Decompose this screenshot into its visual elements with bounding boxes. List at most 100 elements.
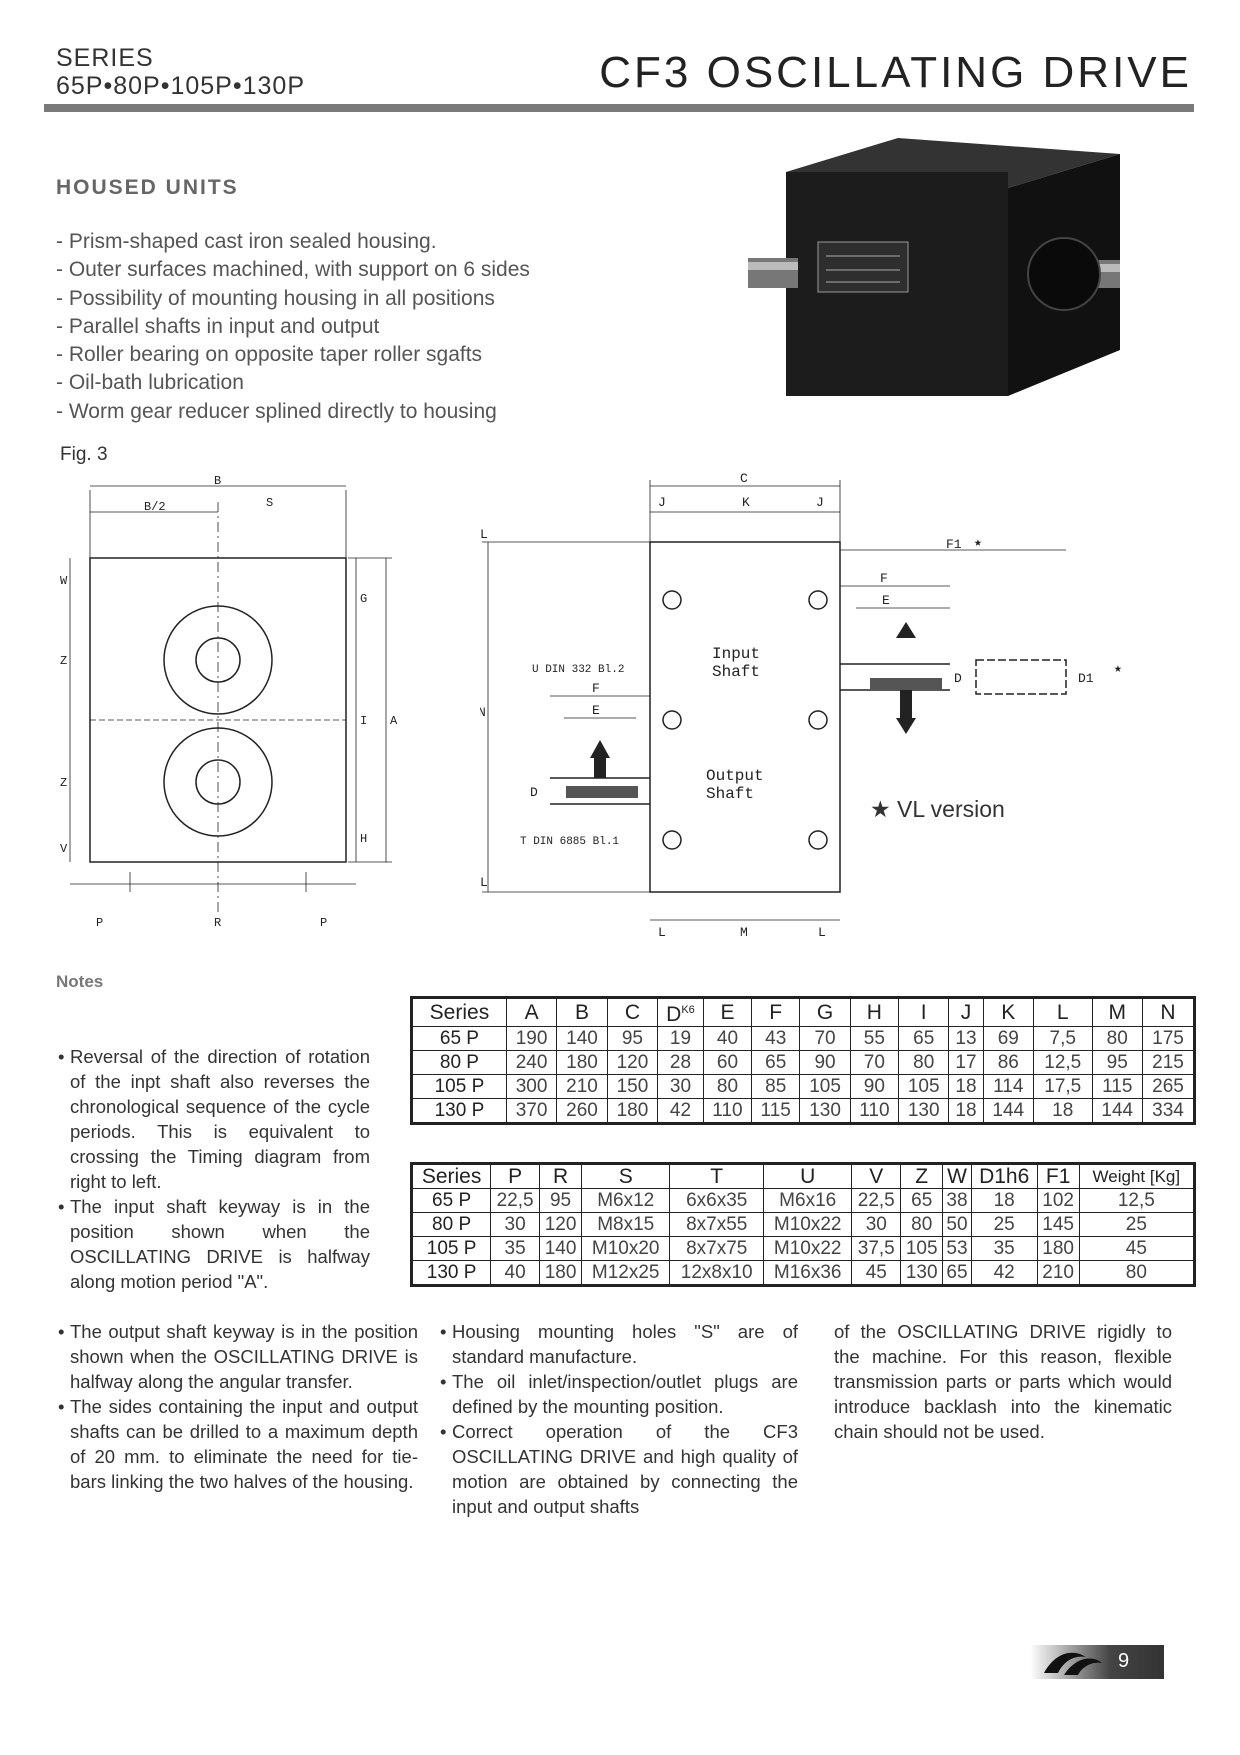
table-cell: 18 (948, 1098, 984, 1124)
input-key (870, 678, 942, 690)
table-cell: 17 (948, 1050, 984, 1075)
table-cell: 12,5 (1032, 1050, 1093, 1075)
arrow-shaft (594, 758, 606, 778)
table-cell: 80 (1091, 1026, 1143, 1051)
label-w: W (60, 574, 68, 588)
table-cell: 70 (799, 1026, 851, 1051)
table-cell: 80 (897, 1050, 950, 1075)
table-cell: 53 (942, 1236, 972, 1261)
table-cell: 40 (702, 1026, 753, 1051)
note-item: The input shaft keyway is in the positio… (58, 1194, 370, 1294)
table-cell: M10x20 (581, 1236, 671, 1261)
table-cell: 12x8x10 (669, 1260, 765, 1286)
series-cell: 65 P (411, 1026, 507, 1051)
note-item: The output shaft keyway is in the positi… (58, 1319, 418, 1394)
label-a: A (390, 714, 398, 728)
table-header: G (799, 997, 851, 1027)
front-view-drawing: B B/2 S W Z Z V G I H A P R P (60, 474, 398, 930)
feature-item: - Roller bearing on opposite taper rolle… (56, 343, 483, 367)
label-d-out: D (530, 785, 538, 800)
table-cell: 7,5 (1032, 1026, 1093, 1051)
label-p: P (96, 916, 103, 930)
arrow-shaft (900, 684, 912, 718)
brand-logo-icon (1044, 1652, 1102, 1675)
dimensions-table-1: Series A B C DK6 E F G H I J K L M N 65 … (410, 996, 1196, 1125)
label-v: V (60, 842, 68, 856)
table-cell: 69 (982, 1026, 1034, 1051)
table-cell: 65 (751, 1050, 801, 1075)
table-header: D1h6 (970, 1163, 1038, 1189)
label-f: F (880, 571, 888, 586)
table-header: A (505, 997, 558, 1027)
mounting-hole (662, 710, 682, 730)
figure-caption: Fig. 3 (60, 444, 108, 465)
mounting-hole (662, 590, 682, 610)
note-item: Correct operation of the CF3 OSCILLATING… (440, 1419, 798, 1519)
table-cell: 38 (942, 1188, 972, 1213)
label-s: S (266, 496, 273, 510)
table-cell: M8x15 (581, 1212, 671, 1237)
table-cell: 86 (982, 1050, 1034, 1075)
label-n: N (480, 705, 486, 720)
table-header: Weight [Kg] (1078, 1163, 1196, 1189)
table-cell: 175 (1141, 1026, 1196, 1051)
table-cell: 370 (505, 1098, 558, 1124)
table-header: DK6 (657, 997, 704, 1027)
table-header: V (851, 1163, 902, 1189)
table-header-d: D (666, 1003, 682, 1026)
table-cell: 18 (1032, 1098, 1093, 1124)
table-cell: 95 (539, 1188, 583, 1213)
table-cell: 60 (702, 1050, 753, 1075)
label-c: C (740, 472, 748, 486)
label-j2: J (816, 495, 824, 510)
table-cell: 105 (900, 1236, 944, 1261)
label-f1: F1 (946, 537, 962, 552)
label-g: G (360, 592, 367, 606)
table-cell: 120 (539, 1212, 583, 1237)
label-z2: Z (60, 776, 67, 790)
table-header: W (942, 1163, 972, 1189)
label-e-out: E (592, 703, 600, 718)
table-header: C (606, 997, 659, 1027)
table-cell: 37,5 (851, 1236, 902, 1261)
label-b2: B/2 (144, 500, 166, 514)
label-d: D (954, 671, 962, 686)
label-j: J (658, 495, 666, 510)
label-f-out: F (592, 681, 600, 696)
table-cell: 80 (900, 1212, 944, 1237)
input-flange (163, 605, 273, 715)
table-cell: 25 (970, 1212, 1038, 1237)
arrow-up-icon (896, 622, 916, 638)
label-p2: P (320, 916, 327, 930)
flange (1027, 237, 1101, 311)
table-header: M (1091, 997, 1143, 1027)
table-header: N (1141, 997, 1196, 1027)
table-cell: 114 (982, 1074, 1034, 1099)
series-line-2: 65P•80P•105P•130P (56, 72, 305, 100)
table-cell: 190 (505, 1026, 558, 1051)
table-cell: 30 (851, 1212, 902, 1237)
table-cell: 102 (1036, 1188, 1080, 1213)
table-cell: 90 (799, 1050, 851, 1075)
table-cell: 180 (539, 1260, 583, 1286)
table-cell: 28 (657, 1050, 704, 1075)
note-item: The oil inlet/inspection/outlet plugs ar… (440, 1369, 798, 1419)
table-cell: 65 (900, 1188, 944, 1213)
input-shaft-label-1: Input (712, 645, 760, 663)
table-cell: 18 (948, 1074, 984, 1099)
table-cell: M10x22 (763, 1212, 853, 1237)
series-label: SERIES 65P•80P•105P•130P (56, 44, 305, 100)
note-item: of the OSCILLATING DRIVE rigidly to the … (834, 1321, 1172, 1442)
table-cell: 210 (1036, 1260, 1080, 1286)
label-star: ★ (974, 535, 982, 550)
label-e: E (882, 593, 890, 608)
feature-item: - Worm gear reducer splined directly to … (56, 399, 497, 423)
table-cell: 8x7x75 (669, 1236, 765, 1261)
table-header: Series (411, 997, 507, 1027)
table-cell: 180 (556, 1050, 608, 1075)
table-cell: 210 (556, 1074, 608, 1099)
